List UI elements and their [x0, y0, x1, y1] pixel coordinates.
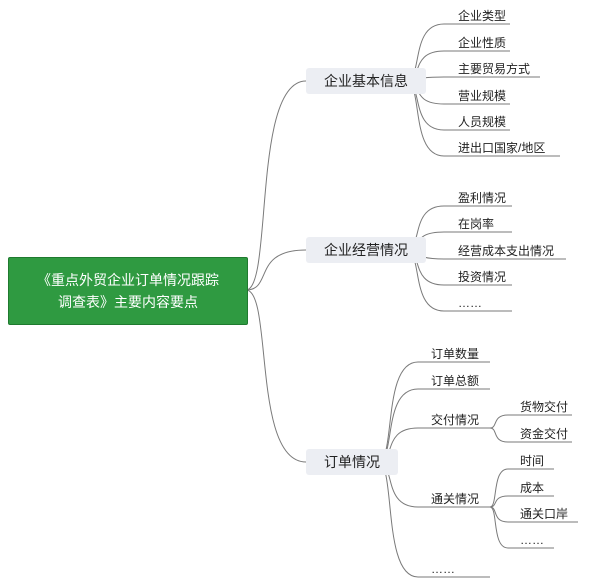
leaf-company-nature[interactable]: 企业性质: [458, 36, 507, 50]
connector-delivery-0: [489, 414, 509, 429]
connector-delivery-1: [489, 427, 509, 443]
leaf-attendance-rate[interactable]: 在岗率: [458, 217, 495, 231]
branch-basic-info[interactable]: 企业基本信息: [306, 68, 426, 94]
connector-orders-0: [377, 361, 419, 463]
leaf-goods-delivery[interactable]: 货物交付: [520, 400, 569, 414]
leaf-more-ops[interactable]: ……: [458, 296, 482, 310]
branch-operation[interactable]: 企业经营情况: [306, 237, 426, 263]
root-title-line2: 调查表》主要内容要点: [58, 294, 198, 310]
leaf-business-scale[interactable]: 营业规模: [458, 89, 507, 103]
leaf-order-amount[interactable]: 订单总额: [431, 374, 480, 388]
connector-root-operation: [245, 249, 307, 291]
root-title-line1: 《重点外贸企业订单情况跟踪: [37, 272, 219, 288]
leaf-company-type[interactable]: 企业类型: [458, 9, 507, 23]
leaf-customs-cost[interactable]: 成本: [520, 481, 545, 495]
leaf-order-count[interactable]: 订单数量: [431, 347, 480, 361]
leaf-staff-scale[interactable]: 人员规模: [458, 115, 507, 129]
connector-root-orders: [245, 289, 307, 463]
leaf-investment[interactable]: 投资情况: [458, 270, 507, 284]
connector-root-basic: [245, 80, 307, 291]
root-node[interactable]: 《重点外贸企业订单情况跟踪 调查表》主要内容要点: [8, 257, 248, 325]
leaf-import-export-region[interactable]: 进出口国家/地区: [458, 141, 546, 155]
leaf-operating-cost[interactable]: 经营成本支出情况: [458, 244, 555, 258]
leaf-trade-mode[interactable]: 主要贸易方式: [458, 62, 531, 76]
leaf-fund-delivery[interactable]: 资金交付: [520, 427, 569, 441]
connector-customs-1: [489, 495, 509, 508]
connector-orders-4: [377, 461, 419, 578]
leaf-customs-time[interactable]: 时间: [520, 454, 545, 468]
connector-customs-0: [489, 468, 509, 508]
leaf-customs-port[interactable]: 通关口岸: [520, 507, 569, 521]
leaf-more-orders[interactable]: ……: [431, 562, 455, 576]
leaf-customs-more[interactable]: ……: [520, 533, 544, 547]
node-delivery[interactable]: 交付情况: [431, 413, 480, 427]
node-customs[interactable]: 通关情况: [431, 492, 480, 506]
branch-orders[interactable]: 订单情况: [306, 449, 398, 475]
connector-customs-3: [489, 506, 509, 549]
leaf-profit[interactable]: 盈利情况: [458, 191, 507, 205]
